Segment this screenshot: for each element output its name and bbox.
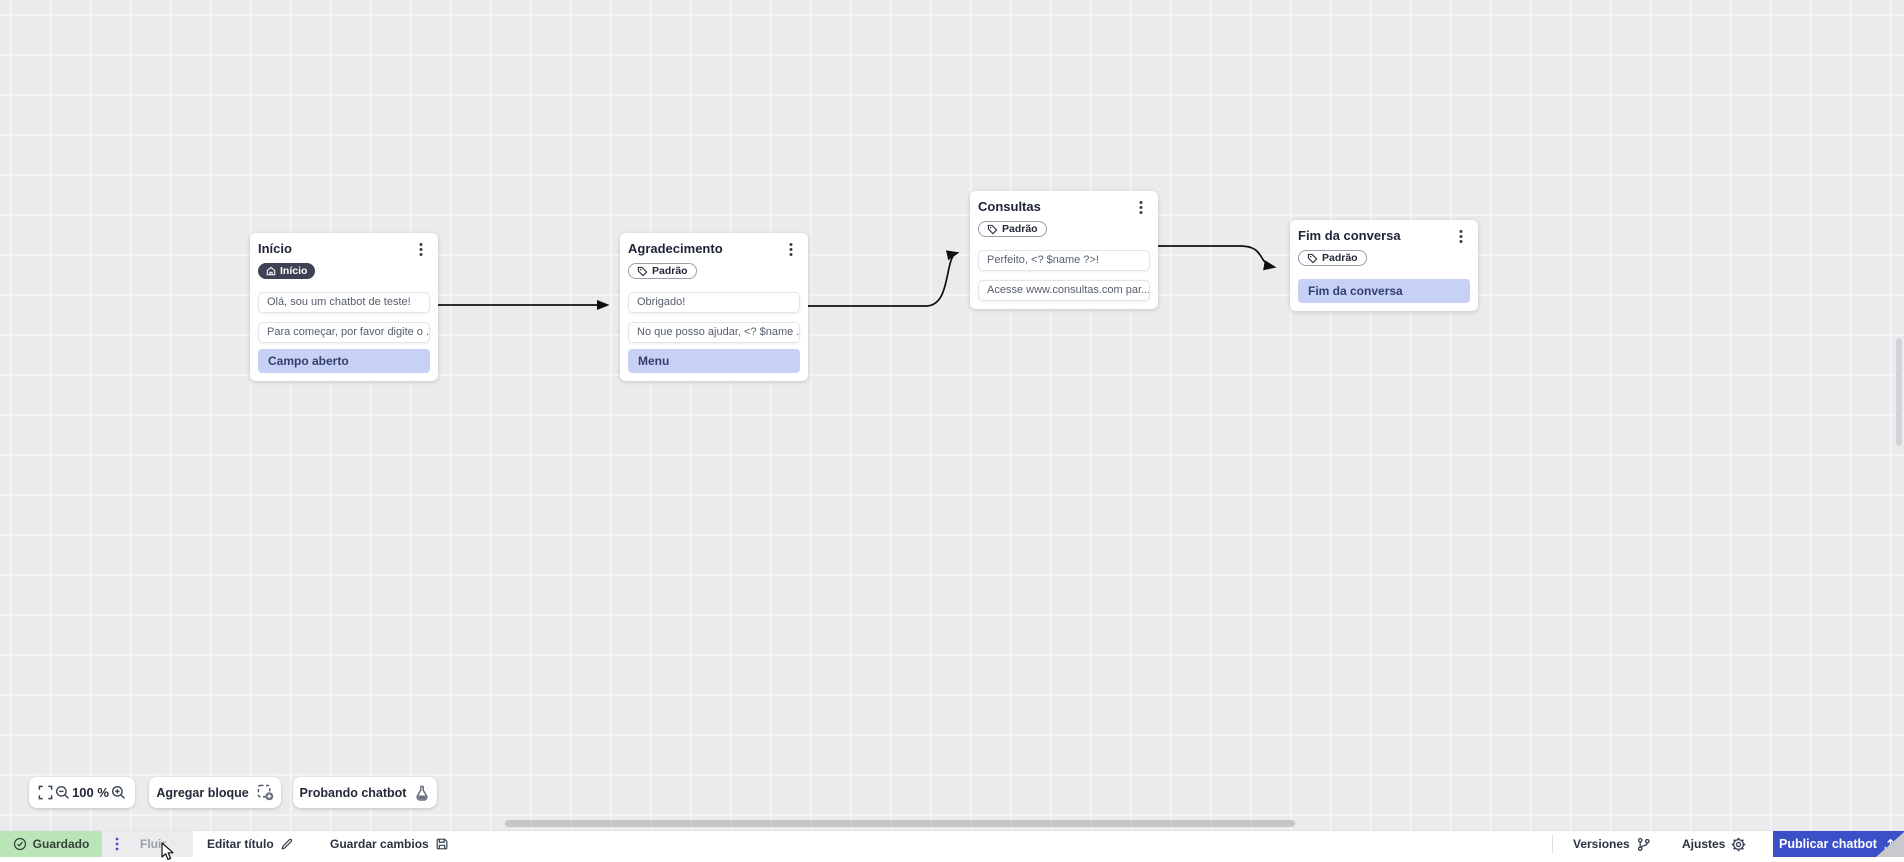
branch-icon [1636, 837, 1651, 852]
zoom-level: 100 % [72, 785, 109, 800]
node-title: Fim da conversa [1298, 228, 1401, 243]
message-card[interactable]: No que posso ajudar, <? $name ... [628, 322, 800, 343]
node-badge: Padrão [978, 221, 1047, 237]
pencil-icon [280, 837, 294, 851]
message-card[interactable]: Obrigado! [628, 292, 800, 313]
test-chatbot-button[interactable]: Probando chatbot [293, 777, 437, 808]
output-row[interactable]: Campo aberto [258, 349, 430, 373]
node-fim-da-conversa[interactable]: Fim da conversa Padrão Fim da conversa [1290, 220, 1478, 311]
save-icon [435, 837, 449, 851]
message-card[interactable]: Para começar, por favor digite o ... [258, 322, 430, 343]
add-block-button[interactable]: Agregar bloque [149, 777, 281, 808]
message-card[interactable]: Perfeito, <? $name ?>! [978, 250, 1150, 271]
gear-icon [1731, 837, 1746, 852]
output-row[interactable]: Menu [628, 349, 800, 373]
node-badge: Padrão [628, 263, 697, 279]
statusbar-divider [1552, 835, 1553, 853]
add-block-icon [257, 784, 274, 801]
tag-icon [1307, 253, 1318, 264]
fullscreen-icon[interactable] [38, 785, 53, 800]
output-row[interactable]: Fim da conversa [1298, 279, 1470, 303]
upload-icon [1883, 837, 1898, 852]
kebab-icon[interactable] [1454, 229, 1468, 244]
edit-title-button[interactable]: Editar título [207, 831, 294, 857]
zoom-out-icon[interactable] [55, 785, 70, 800]
node-badge: Início [258, 263, 316, 279]
kebab-icon[interactable] [414, 242, 428, 257]
tag-icon [987, 224, 998, 235]
tag-icon [637, 266, 648, 277]
node-title: Início [258, 241, 292, 256]
node-title: Consultas [978, 199, 1041, 214]
vertical-scrollbar[interactable] [1896, 338, 1902, 446]
message-card[interactable]: Acesse www.consultas.com par... [978, 280, 1150, 301]
kebab-icon[interactable] [1134, 200, 1148, 215]
node-consultas[interactable]: Consultas Padrão Perfeito, <? $name ?>! … [970, 191, 1158, 309]
settings-button[interactable]: Ajustes [1682, 831, 1746, 857]
node-badge: Padrão [1298, 250, 1367, 266]
drag-handle-icon[interactable] [115, 836, 119, 852]
publish-chatbot-button[interactable]: Publicar chatbot [1773, 831, 1904, 857]
tab-flow-label: Fluir [140, 837, 166, 851]
saved-status-badge: Guardado [0, 831, 102, 857]
test-chatbot-label: Probando chatbot [299, 785, 407, 800]
zoom-toolbar: 100 % [29, 777, 135, 808]
tab-flow[interactable]: Fluir [102, 831, 193, 857]
zoom-in-icon[interactable] [111, 785, 126, 800]
check-circle-icon [13, 837, 27, 851]
node-title: Agradecimento [628, 241, 723, 256]
message-card[interactable]: Olá, sou um chatbot de teste! [258, 292, 430, 313]
save-changes-button[interactable]: Guardar cambios [330, 831, 449, 857]
horizontal-scrollbar[interactable] [505, 820, 1295, 827]
home-icon [266, 266, 276, 276]
add-block-label: Agregar bloque [156, 785, 249, 800]
node-inicio[interactable]: Início Início Olá, sou um chatbot de tes… [250, 233, 438, 381]
versions-button[interactable]: Versiones [1573, 831, 1651, 857]
node-agradecimento[interactable]: Agradecimento Padrão Obrigado! No que po… [620, 233, 808, 381]
status-bar: Guardado Fluir Editar título Guardar cam… [0, 830, 1904, 857]
kebab-icon[interactable] [784, 242, 798, 257]
flask-icon [414, 785, 430, 801]
